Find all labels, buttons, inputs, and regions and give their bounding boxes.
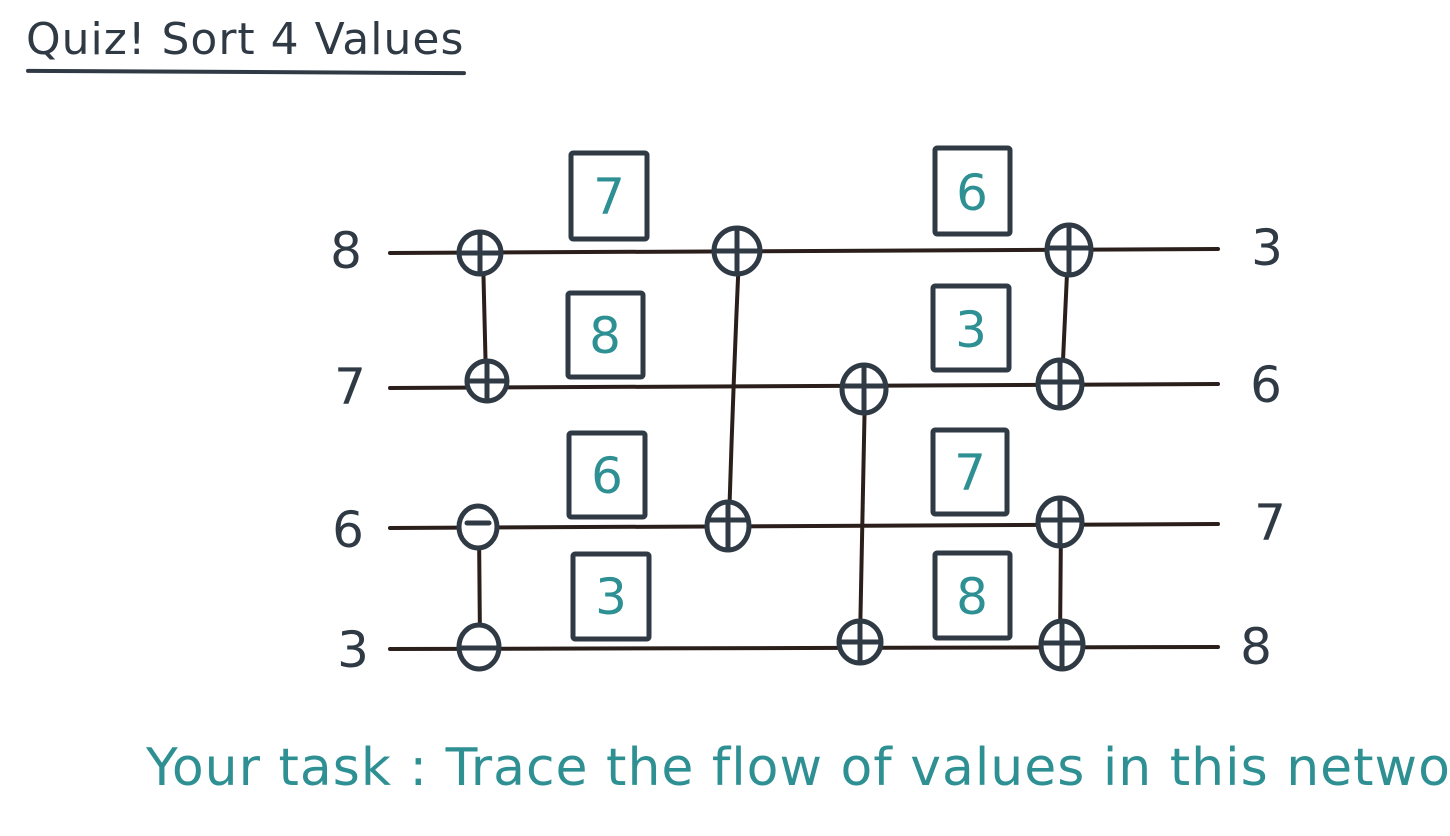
output-labels: 3 6 7 8 — [1240, 219, 1286, 676]
input-label-4: 3 — [337, 621, 369, 679]
comparator-node-minus — [456, 622, 502, 672]
comparator-node-minus — [456, 503, 500, 551]
input-label-3: 6 — [332, 501, 364, 559]
comparator-nodes — [456, 222, 1094, 672]
stage2-value-3: 7 — [954, 444, 986, 502]
stage1-value-1: 7 — [593, 168, 625, 226]
stage2-box-4 — [932, 550, 1013, 641]
stage1-value-4: 3 — [595, 568, 627, 626]
wires — [388, 247, 1220, 651]
comparator-node-plus — [1035, 357, 1085, 411]
stage1-box-values: 7 8 6 3 — [589, 168, 627, 626]
stage2-value-4: 8 — [956, 568, 988, 626]
output-label-3: 7 — [1254, 494, 1286, 552]
stage1-box-1 — [568, 150, 650, 242]
comparator-node-plus — [836, 618, 884, 666]
comparator-node-plus — [1035, 495, 1085, 549]
comparator-link-c3 — [727, 253, 741, 524]
wire-2 — [388, 382, 1220, 390]
page-title: Quiz! Sort 4 Values — [26, 14, 465, 65]
stage2-value-1: 6 — [956, 164, 988, 222]
stage2-box-1 — [932, 145, 1013, 237]
stage2-box-values: 6 3 7 8 — [954, 164, 988, 626]
stage2-value-2: 3 — [955, 301, 987, 359]
input-label-1: 8 — [330, 222, 362, 280]
output-label-4: 8 — [1240, 618, 1272, 676]
comparator-node-plus — [711, 225, 763, 277]
output-label-1: 3 — [1251, 219, 1283, 277]
stage1-boxes — [565, 150, 652, 642]
wire-3 — [388, 522, 1220, 530]
input-label-2: 7 — [334, 358, 366, 416]
input-labels: 8 7 6 3 — [330, 222, 369, 679]
comparator-node-plus — [1038, 618, 1086, 672]
comparator-node-plus — [464, 358, 510, 404]
stage1-value-2: 8 — [589, 307, 621, 365]
wire-1 — [388, 247, 1220, 255]
stage1-value-3: 6 — [591, 447, 623, 505]
comparator-node-plus — [839, 362, 889, 416]
stage2-box-2 — [930, 283, 1012, 373]
stage2-boxes — [930, 145, 1013, 641]
task-instruction: Your task : Trace the flow of values in … — [146, 738, 1450, 798]
stage1-box-3 — [566, 430, 648, 520]
wire-4 — [388, 645, 1220, 651]
comparator-node-plus — [1044, 222, 1094, 278]
stage2-box-3 — [930, 427, 1010, 517]
stage1-box-2 — [565, 290, 646, 380]
output-label-2: 6 — [1250, 356, 1282, 414]
comparator-node-plus — [456, 229, 504, 277]
comparator-node-plus — [704, 499, 752, 553]
comparator-link-c4 — [858, 388, 867, 642]
stage1-box-4 — [570, 551, 652, 642]
